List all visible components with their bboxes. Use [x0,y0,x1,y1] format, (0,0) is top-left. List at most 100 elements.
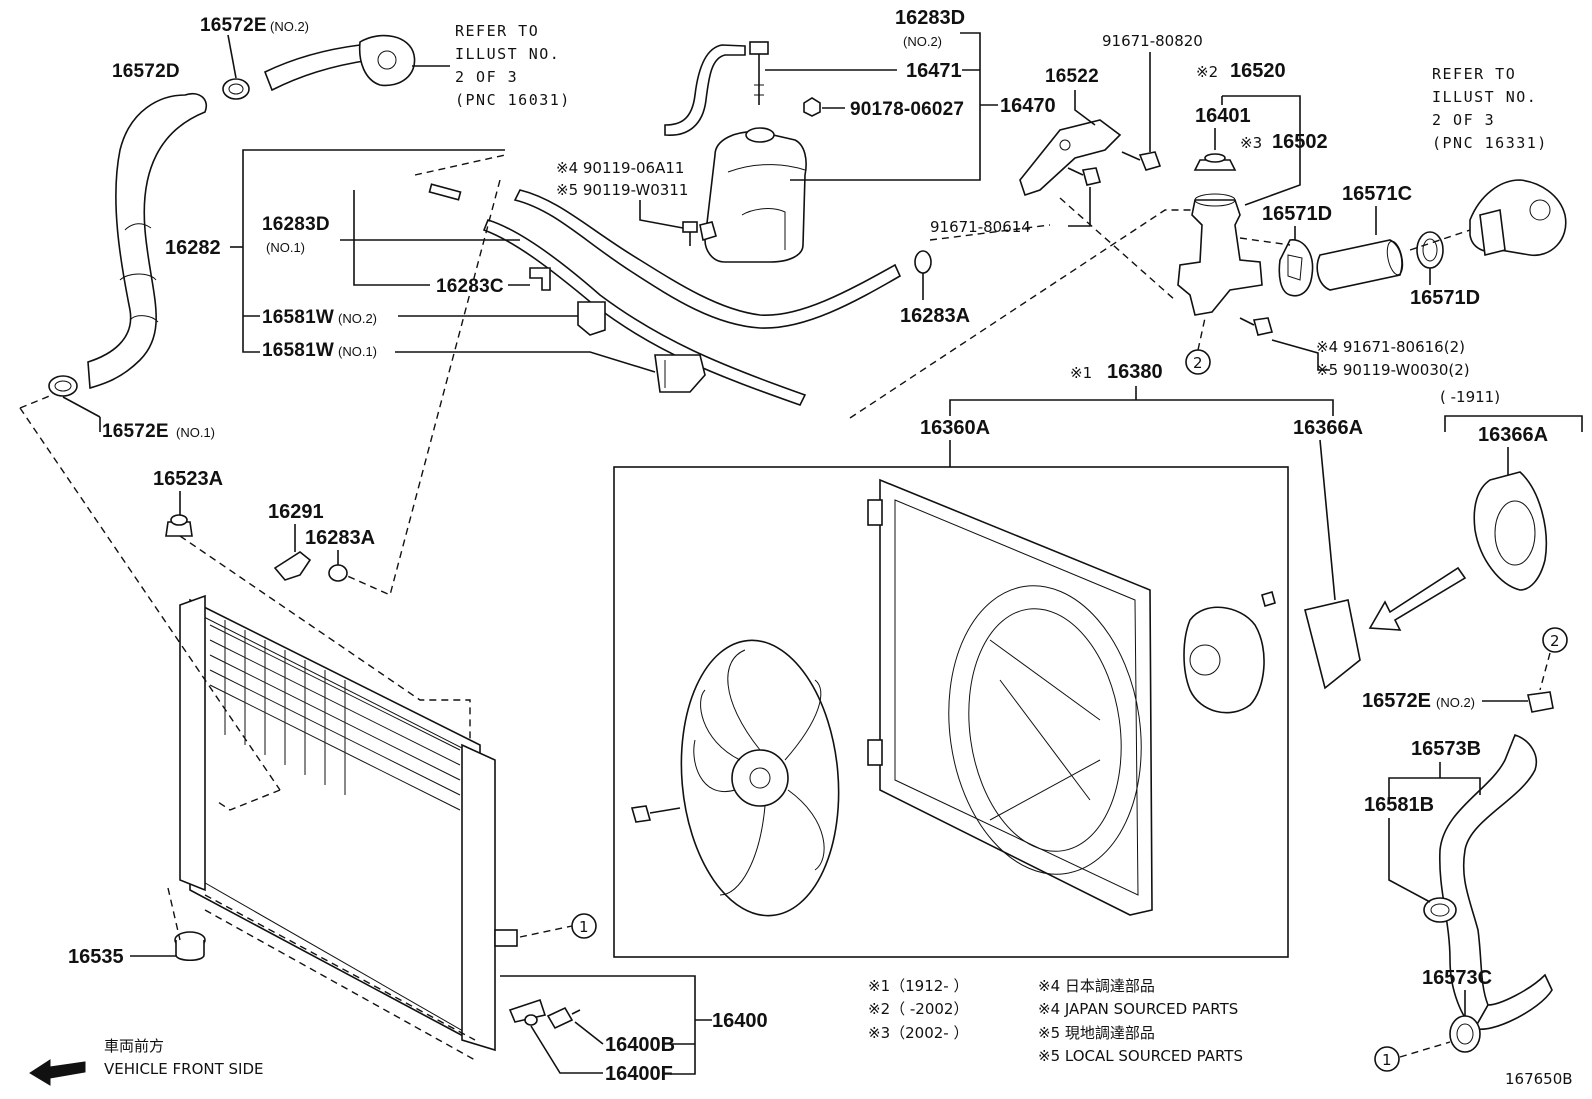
label-16572E-no2-right: 16572E [1362,690,1431,712]
grommet-16535 [174,931,206,962]
callout-2-right-text: 2 [1550,632,1560,650]
label-16366A-range: ( -1911) [1440,388,1500,406]
label-16581W-no1: 16581W [262,340,334,361]
label-16291: 16291 [268,501,324,523]
label-90119-W0030: ※5 90119-W0030(2) [1316,361,1470,379]
pin-small [428,183,462,201]
note-5-en: ※5 LOCAL SOURCED PARTS [1038,1047,1243,1065]
label-91671-80820: 91671-80820 [1102,32,1203,50]
label-90178-06027: 90178-06027 [850,99,964,120]
label-16283C: 16283C [436,276,504,297]
radiator-16400 [179,594,547,1052]
label-16520: 16520 [1230,60,1286,82]
fan-shroud-16360A [867,478,1153,916]
bolt-91671-80820 [1121,151,1162,171]
label-16283D-no2-sub: (NO.2) [903,34,942,49]
refer-note-left: REFER TO ILLUST NO. 2 OF 3 (PNC 16031) [412,22,571,109]
label-16535: 16535 [68,946,124,968]
bypass-hose-16283D-no1 [513,189,902,329]
clip-16581W-no2 [577,301,606,336]
label-16400F: 16400F [605,1063,673,1085]
radiator-outlet-hose-16573B [1438,734,1553,1030]
label-16581W-no1-sub: (NO.1) [338,344,377,359]
vehicle-front-en: VEHICLE FRONT SIDE [104,1060,264,1078]
leader-90119 [639,200,684,229]
clamp-16572E-no2-right [1527,691,1554,713]
tank-cap-16471 [749,41,769,105]
leader-16572E-no2-top [227,34,237,79]
nut-90178-06027 [803,97,821,117]
fan-assembly-box [613,466,1289,958]
label-16360A: 16360A [920,417,990,439]
bolt-91671-80616 [1239,317,1274,336]
refer-left-line4: (PNC 16031) [455,91,571,109]
label-16401: 16401 [1195,105,1251,127]
grommet-16523A [165,514,193,537]
hose-clamp-16283A-top [914,250,932,274]
refer-left-line3: 2 OF 3 [455,68,518,86]
clamp-16581B [1423,897,1457,923]
label-16283A-mid: 16283A [305,527,375,549]
bracket-16400 [500,975,696,1075]
bolt-90119 [682,221,698,246]
bolt-91671-80614 [1067,167,1102,186]
callout-1-radiator-text: 1 [579,918,589,936]
note-5-jp: ※5 現地調達部品 [1038,1024,1155,1042]
bracket-16522 [1019,119,1122,197]
drain-cock-16400B [546,1006,581,1030]
clamp-16571D-left [1278,239,1314,297]
clamp-16573C [1449,1015,1481,1053]
label-16581W-no2: 16581W [262,307,334,328]
label-16471: 16471 [906,60,962,82]
label-91671-80616: ※4 91671-80616(2) [1316,338,1465,356]
label-16571D-b: 16571D [1410,287,1480,309]
clamp-16283A-mid [328,564,348,582]
callout-2-right [1542,627,1568,653]
radiator-inlet-hose-16572D [87,93,207,390]
refer-left-line1: REFER TO [455,22,539,40]
label-16502: 16502 [1272,131,1328,153]
label-90119-06A11: ※4 90119-06A11 [556,159,684,177]
label-16571D-a: 16571D [1262,203,1332,225]
note-4-en: ※4 JAPAN SOURCED PARTS [1038,1000,1238,1018]
label-16571C: 16571C [1342,183,1412,205]
bracket-16380 [949,399,1334,416]
label-16573B: 16573B [1411,738,1481,760]
bracket-16470 [790,32,981,181]
label-16282: 16282 [165,237,221,259]
label-16470: 16470 [1000,95,1056,117]
bracket-16573B [1388,777,1481,800]
callout-1-right [1374,1046,1400,1072]
label-16283D-no2: 16283D [895,7,965,29]
note-2: ※2（ -2002） [868,1000,968,1018]
label-16400: 16400 [712,1010,768,1032]
label-16400B: 16400B [605,1034,675,1056]
label-16572E-no1: 16572E [102,421,169,442]
clip-16283C [529,267,551,291]
label-16572E-no2-top: 16572E [200,15,267,36]
refer-note-right: REFER TO ILLUST NO. 2 OF 3 (PNC 16331) [1432,65,1546,152]
label-16523A: 16523A [153,468,223,490]
note-1: ※1（1912- ） [868,977,968,995]
water-inlet-pipe [263,34,416,92]
o-ring-16400F [524,1014,538,1026]
illustration-id: 167650B [1505,1070,1573,1088]
label-16366A-b: 16366A [1478,424,1548,446]
mark-16380: ※1 [1070,364,1092,382]
label-16572E-no2-top-sub: (NO.2) [270,19,309,34]
refer-right-line3: 2 OF 3 [1432,111,1495,129]
radiator-cap-16401 [1193,153,1237,171]
vehicle-front-arrow-icon [29,1059,86,1086]
mark-16502: ※3 [1240,134,1262,152]
mark-16520: ※2 [1196,63,1218,81]
label-16581B: 16581B [1364,794,1434,816]
label-16572E-no1-sub: (NO.1) [176,425,215,440]
label-16573C: 16573C [1422,967,1492,989]
bracket-16520 [1222,95,1301,206]
label-16283A-top: 16283A [900,305,970,327]
bypass-pipe-long [482,219,807,406]
hose-clamp-16572E-no2-top [222,78,250,100]
label-16572D: 16572D [112,61,180,82]
fan-blade [680,639,840,917]
